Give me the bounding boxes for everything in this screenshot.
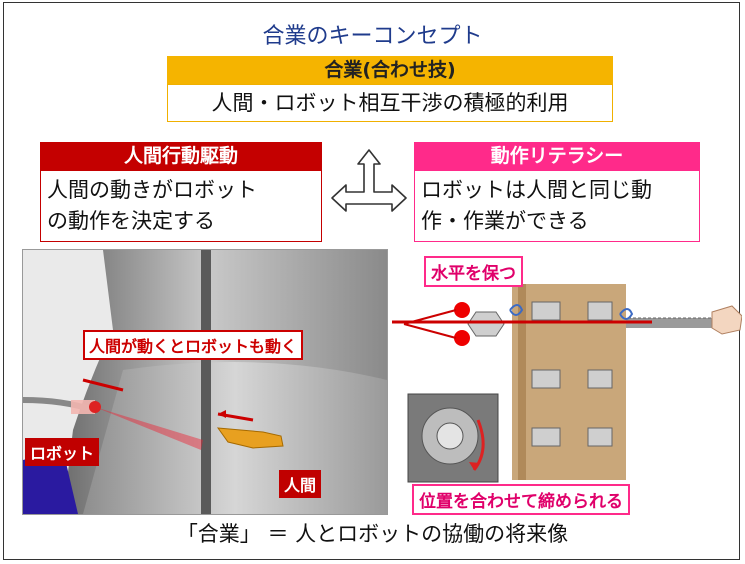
tighten-label: 位置を合わせて締められる — [412, 484, 630, 515]
concept-header: 合業(合わせ技) — [167, 56, 613, 84]
concept-subtitle: 人間・ロボット相互干渉の積極的利用 — [167, 84, 613, 122]
human-driven-line-2: の動作を決定する — [47, 209, 215, 233]
human-driven-line-1: 人間の動きがロボット — [47, 178, 257, 202]
human-driven-header: 人間行動駆動 — [40, 142, 322, 170]
robot-label: ロボット — [25, 438, 100, 466]
slide-frame — [3, 2, 740, 560]
simulation-render — [23, 250, 387, 514]
assembly-simulation-image: 人間が動くとロボットも動く ロボット 人間 — [22, 249, 388, 515]
motion-literacy-line-2: 作・作業ができる — [421, 209, 589, 233]
slide-footer: 「合業」 ＝ 人とロボットの協働の将来像 — [176, 522, 569, 546]
keep-level-label: 水平を保つ — [424, 256, 523, 287]
human-driven-description: 人間の動きがロボット の動作を決定する — [40, 170, 322, 242]
motion-literacy-line-1: ロボットは人間と同じ動 — [421, 178, 652, 202]
slide-title: 合業のキーコンセプト — [262, 24, 483, 49]
both-move-label: 人間が動くとロボットも動く — [83, 330, 304, 360]
three-way-arrow-icon — [331, 149, 407, 212]
motion-literacy-header: 動作リテラシー — [414, 142, 700, 170]
motion-literacy-description: ロボットは人間と同じ動 作・作業ができる — [414, 170, 700, 242]
human-label: 人間 — [279, 470, 322, 498]
bolt-photo — [390, 284, 743, 483]
bolt-tightening-demo: 水平を保つ 位置を合わせて締められる — [390, 250, 743, 515]
